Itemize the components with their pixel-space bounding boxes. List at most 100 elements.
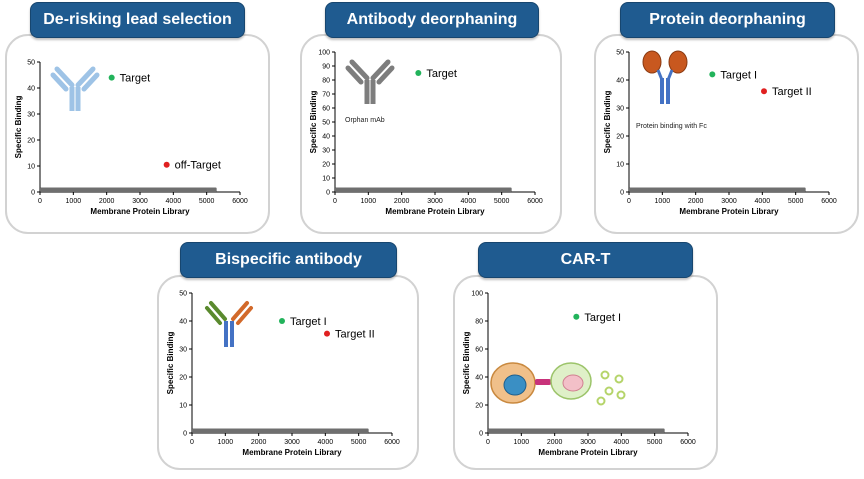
point-label: off-Target [175,160,221,172]
point-label: Target [120,73,151,85]
y-tick-label: 30 [27,112,35,119]
x-tick-label: 2000 [547,439,563,446]
antibody-light-blue-icon [50,66,100,111]
panel-title: Bispecific antibody [180,242,397,278]
y-tick-label: 80 [475,319,483,326]
x-tick-label: 5000 [351,439,367,446]
x-tick-label: 2000 [394,198,410,205]
data-point [279,318,285,324]
x-tick-label: 5000 [647,439,663,446]
y-tick-label: 90 [322,64,330,71]
y-tick-label: 80 [322,78,330,85]
x-tick-label: 5000 [788,198,804,205]
y-tick-label: 60 [322,106,330,113]
t-cell-nucleus [562,374,584,392]
x-tick-label: 0 [190,439,194,446]
antibody-arm-left-outer [345,65,364,85]
x-tick-label: 4000 [755,198,771,205]
y-tick-label: 10 [616,162,624,169]
x-tick-label: 3000 [721,198,737,205]
y-axis-label: Specific Binding [462,332,471,395]
y-tick-label: 40 [322,134,330,141]
point-label: Target II [335,329,375,341]
y-tick-label: 20 [322,162,330,169]
y-tick-label: 0 [479,431,483,438]
panel-title: Protein deorphaning [620,2,835,38]
cytokine-dot [616,390,626,400]
y-axis-label: Specific Binding [166,332,175,395]
x-axis-label: Membrane Protein Library [90,207,190,216]
x-tick-label: 5000 [199,198,215,205]
x-tick-label: 4000 [166,198,182,205]
data-point [415,70,422,76]
bispecific-arm-right-outer [236,306,253,325]
x-tick-label: 3000 [284,439,300,446]
car-receptor [535,379,551,385]
antibody-arm-right [370,59,391,81]
antibody-arm-left-outer [50,72,69,92]
y-tick-label: 20 [475,403,483,410]
y-axis-label: Specific Binding [14,96,23,159]
y-tick-label: 0 [31,190,35,197]
bispecific-antibody-icon [205,301,253,347]
fc-fusion-protein-icon [642,50,688,104]
x-tick-label: 0 [333,198,337,205]
x-tick-label: 4000 [614,439,630,446]
bispecific-arm-right [231,301,249,321]
protein-domain-right [668,50,688,74]
x-tick-label: 6000 [232,198,248,205]
y-tick-label: 20 [179,375,187,382]
cytokine-dot [596,396,606,406]
x-tick-label: 1000 [514,439,530,446]
y-tick-label: 40 [475,375,483,382]
y-tick-label: 50 [616,50,624,57]
background-binding-bar [488,428,665,433]
x-tick-label: 0 [486,439,490,446]
x-tick-label: 4000 [318,439,334,446]
x-axis-label: Membrane Protein Library [242,448,342,457]
data-point [163,161,170,168]
x-tick-label: 1000 [361,198,377,205]
y-tick-label: 0 [183,431,187,438]
x-tick-label: 6000 [527,198,543,205]
x-tick-label: 2000 [99,198,115,205]
bispecific-arm-left-outer [205,306,222,325]
data-point [709,71,716,78]
cytokine-dot [600,370,610,380]
panel-title: Antibody deorphaning [325,2,539,38]
icon-caption: Orphan mAb [345,117,385,124]
point-label: Target II [772,86,812,98]
antibody-arm-left [349,59,370,81]
point-label: Target I [584,312,621,324]
y-tick-label: 20 [27,138,35,145]
background-binding-bar [335,187,512,192]
car-t-cell-icon [490,362,626,406]
y-tick-label: 30 [322,148,330,155]
panel-title: De-risking lead selection [30,2,245,38]
point-label: Target [426,68,457,80]
point-label: Target I [290,316,327,328]
y-tick-label: 20 [616,134,624,141]
y-tick-label: 0 [620,190,624,197]
x-axis-label: Membrane Protein Library [385,207,485,216]
y-tick-label: 10 [179,403,187,410]
x-tick-label: 5000 [494,198,510,205]
data-point [761,88,767,95]
y-axis-label: Specific Binding [309,91,318,154]
y-tick-label: 0 [326,190,330,197]
y-tick-label: 60 [475,347,483,354]
x-tick-label: 4000 [461,198,477,205]
y-tick-label: 30 [179,347,187,354]
y-tick-label: 40 [179,319,187,326]
target-cell-nucleus [503,374,527,396]
x-tick-label: 3000 [132,198,148,205]
data-point [108,74,115,81]
